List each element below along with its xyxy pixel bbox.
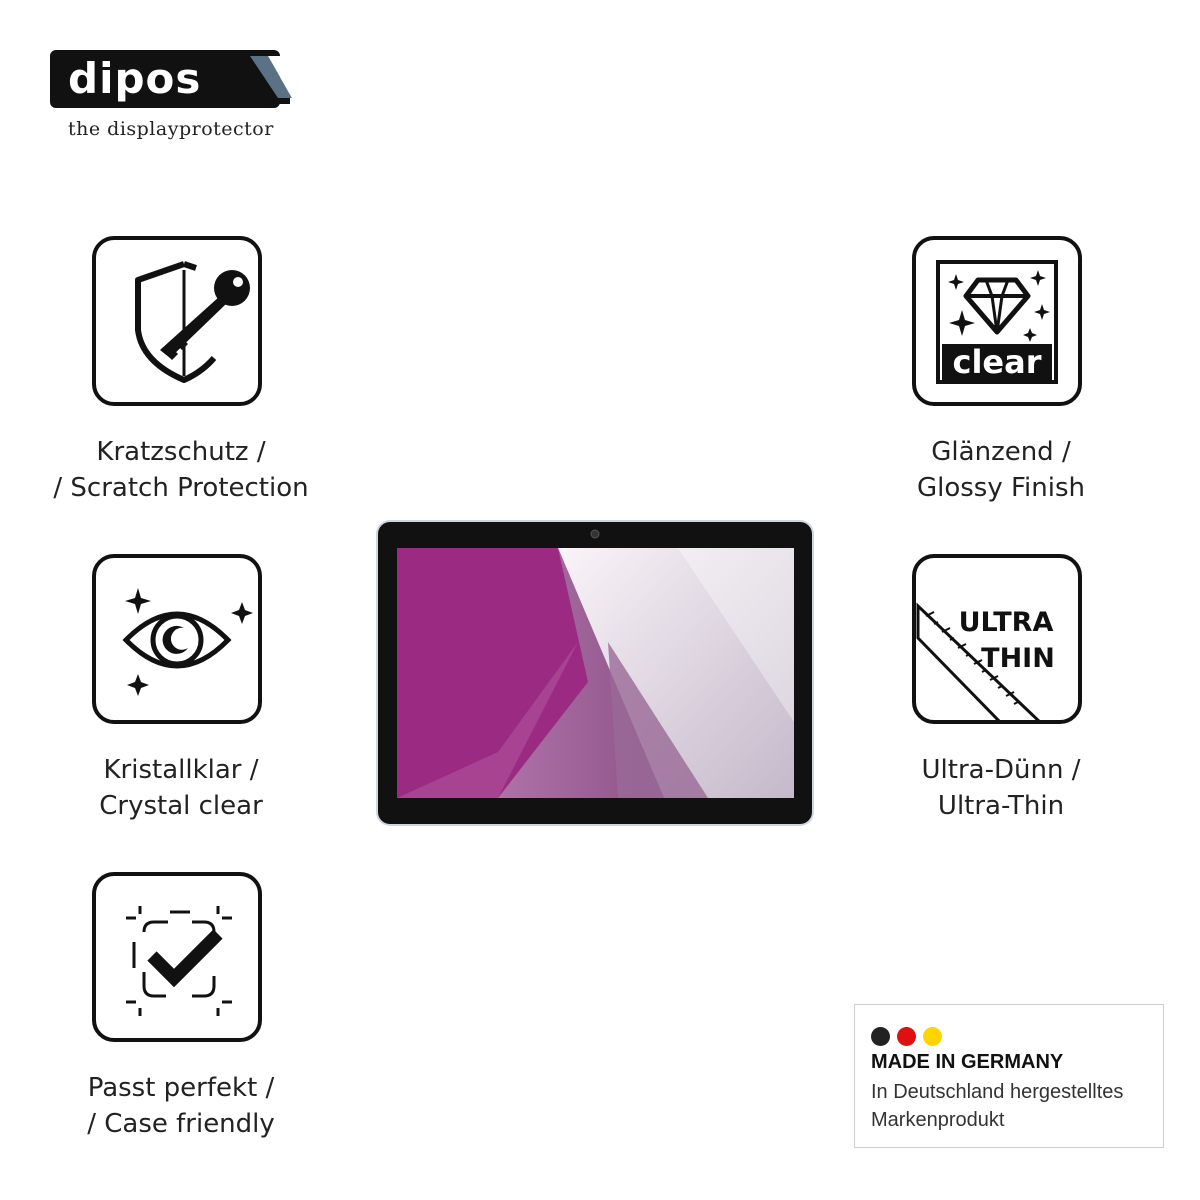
- feature-tile-scratch: [92, 236, 262, 406]
- caption-line-de: Ultra-Dünn /: [921, 755, 1081, 785]
- brand-name: dipos: [68, 54, 202, 103]
- caption-line-en: / Case friendly: [87, 1109, 275, 1139]
- feature-caption-glossy: Glänzend / Glossy Finish: [851, 434, 1151, 506]
- made-in-germany-title: MADE IN GERMANY: [871, 1051, 1064, 1073]
- made-in-germany-badge: MADE IN GERMANY In Deutschland hergestel…: [854, 1004, 1164, 1148]
- ultra-badge-label: ULTRA: [958, 607, 1054, 638]
- diamond-clear-icon: [936, 260, 1058, 384]
- feature-tile-ultra-thin: ULTRA THIN: [912, 554, 1082, 724]
- thin-badge-label: THIN: [981, 643, 1055, 674]
- page-peel-icon: [236, 56, 292, 104]
- feature-caption-case-friendly: Passt perfekt / / Case friendly: [31, 1070, 331, 1142]
- caption-line-de: Kristallklar /: [103, 755, 259, 785]
- made-in-germany-line2: Markenprodukt: [871, 1109, 1005, 1131]
- ruler-ultra-thin-icon: [916, 602, 1040, 720]
- checkmark-frame-icon: [126, 906, 232, 1016]
- caption-line-de: Kratzschutz /: [96, 437, 266, 467]
- caption-line-en: Ultra-Thin: [937, 791, 1065, 821]
- caption-line-en: Crystal clear: [99, 791, 263, 821]
- feature-caption-crystal-clear: Kristallklar / Crystal clear: [31, 752, 331, 824]
- eye-sparkle-icon: [122, 588, 253, 696]
- feature-tile-glossy: clear: [912, 236, 1082, 406]
- caption-line-en: / Scratch Protection: [53, 473, 309, 503]
- flag-dot-black: [871, 1027, 890, 1046]
- tablet-device: [378, 522, 812, 824]
- feature-tile-case-friendly: [92, 872, 262, 1042]
- flag-dot-gold: [923, 1027, 942, 1046]
- made-in-germany-line1: In Deutschland hergestelltes: [871, 1081, 1124, 1103]
- brand-tagline: the displayprotector: [68, 118, 274, 140]
- clear-badge-label: clear: [952, 343, 1042, 381]
- tablet-screen-image: [397, 529, 794, 798]
- caption-line-de: Passt perfekt /: [87, 1073, 275, 1103]
- shield-key-icon: [135, 261, 250, 383]
- caption-line-en: Glossy Finish: [916, 473, 1086, 503]
- flag-dot-red: [897, 1027, 916, 1046]
- feature-caption-ultra-thin: Ultra-Dünn / Ultra-Thin: [851, 752, 1151, 824]
- feature-tile-crystal-clear: [92, 554, 262, 724]
- feature-caption-scratch: Kratzschutz / / Scratch Protection: [31, 434, 331, 506]
- caption-line-de: Glänzend /: [931, 437, 1071, 467]
